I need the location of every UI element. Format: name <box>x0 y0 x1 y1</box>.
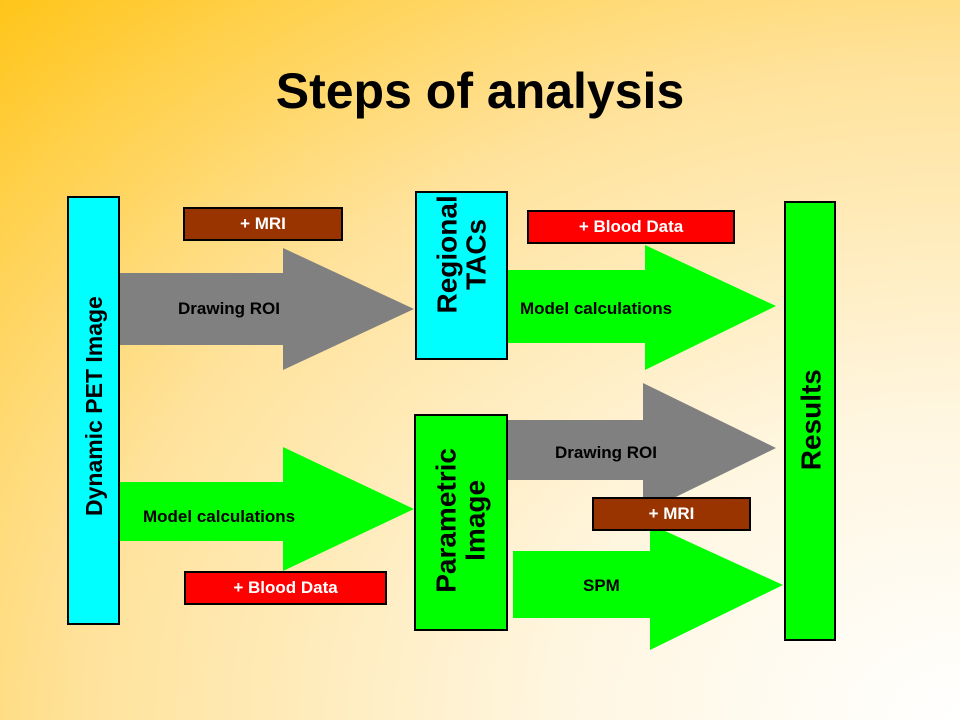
arrow-spm <box>513 524 783 650</box>
parametric-image-line-2: Image <box>460 479 491 561</box>
blood-data-tag-2: + Blood Data <box>184 571 387 605</box>
arrow-model-calc-2 <box>120 447 414 571</box>
spm-label: SPM <box>583 576 620 595</box>
regional-tacs-line-1: Regional <box>431 195 463 314</box>
parametric-image-box: Parametric Image <box>414 414 508 631</box>
dynamic-pet-image-label: Dynamic PET Image <box>80 296 107 517</box>
slide-title: Steps of analysis <box>275 63 685 119</box>
regional-tacs-line-2: TACs <box>461 218 492 290</box>
arrow-model-calc-1 <box>508 245 776 370</box>
results-box: Results <box>784 201 836 641</box>
model-calc-2-label: Model calculations <box>143 507 296 526</box>
regional-tacs-label: Regional TACs <box>431 169 492 339</box>
arrow-drawing-roi-1 <box>120 248 414 370</box>
mri-tag-2: + MRI <box>592 497 751 531</box>
drawing-roi-2-label: Drawing ROI <box>555 443 658 462</box>
parametric-image-line-1: Parametric <box>430 448 462 593</box>
results-label: Results <box>795 369 827 471</box>
blood-data-tag-1: + Blood Data <box>527 210 735 244</box>
drawing-roi-1-label: Drawing ROI <box>178 299 281 318</box>
arrow-drawing-roi-2 <box>506 383 776 513</box>
dynamic-pet-image-box: Dynamic PET Image <box>67 196 120 625</box>
parametric-image-label: Parametric Image <box>430 412 491 628</box>
mri-tag-1: + MRI <box>183 207 343 241</box>
model-calc-1-label: Model calculations <box>520 299 673 318</box>
regional-tacs-box: Regional TACs <box>415 191 508 360</box>
